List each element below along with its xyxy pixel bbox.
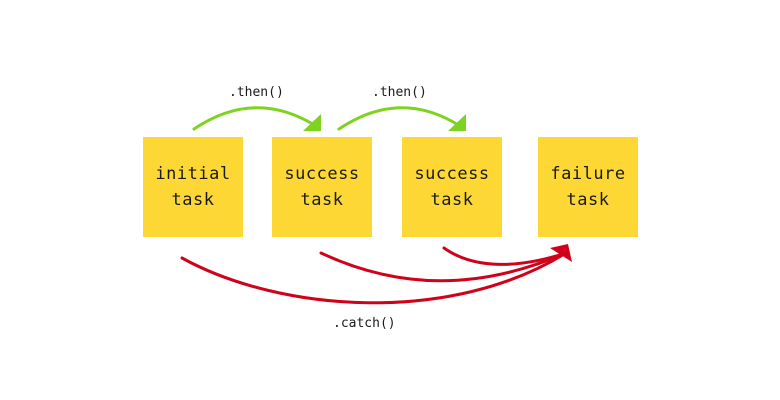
success-task-box-1: success task	[272, 137, 372, 237]
success-task-2-line2: task	[430, 190, 474, 210]
then-arrow-1	[192, 106, 318, 131]
success-task-1-line2: task	[300, 190, 344, 210]
success-task-box-2: success task	[402, 137, 502, 237]
catch-arrow-success-2	[442, 246, 568, 266]
catch-arrow-head	[550, 244, 572, 262]
success-task-2-line1: success	[414, 164, 490, 184]
then-arrow-2	[337, 106, 462, 131]
then-arrow-2-head	[448, 114, 466, 131]
then-arrow-1-head	[303, 114, 321, 131]
then-label-2: .then()	[372, 85, 427, 100]
failure-task-line1: failure	[550, 164, 626, 184]
failure-task-box: failure task	[538, 137, 638, 237]
catch-arrow-success-1	[319, 251, 568, 283]
catch-label: .catch()	[333, 316, 396, 331]
initial-task-line2: task	[171, 190, 215, 210]
success-task-1-line1: success	[284, 164, 360, 184]
failure-task-line2: task	[566, 190, 610, 210]
initial-task-box: initial task	[143, 137, 243, 237]
catch-arrow-initial	[180, 251, 568, 305]
initial-task-line1: initial	[155, 164, 231, 184]
then-label-1: .then()	[229, 85, 284, 100]
